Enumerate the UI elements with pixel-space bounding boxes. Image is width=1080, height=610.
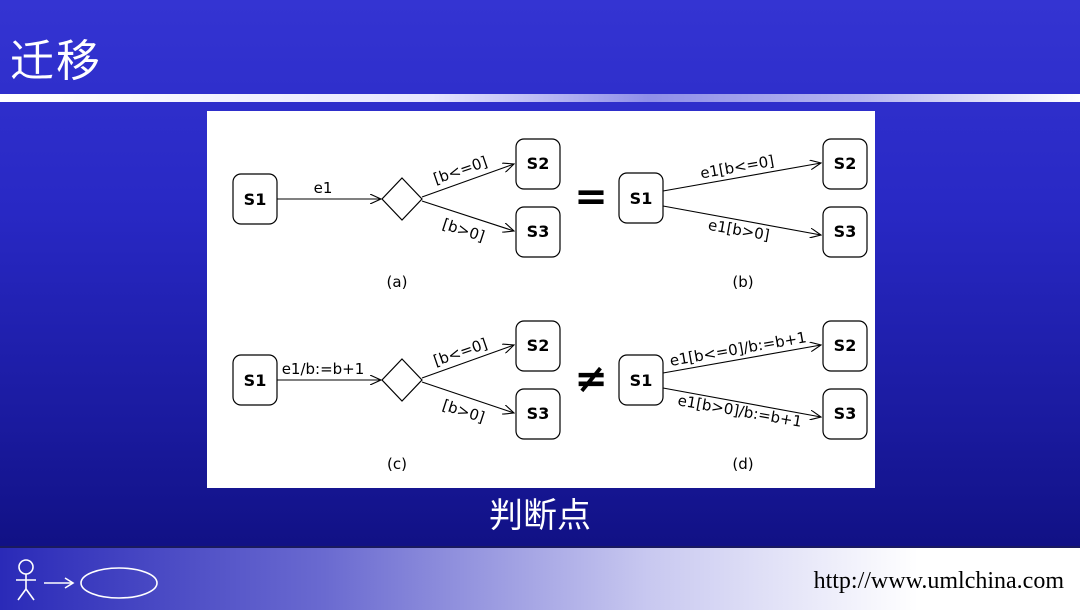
svg-text:S2: S2 bbox=[527, 154, 550, 173]
svg-text:S3: S3 bbox=[834, 404, 857, 423]
state-s2: S2 bbox=[822, 320, 868, 372]
transition-label: e1 bbox=[314, 179, 333, 197]
panel-c: S1 e1/b:=b+1 [b<=0] [b>0] S2 S3 (c) bbox=[232, 320, 561, 473]
state-s3: S3 bbox=[822, 206, 868, 258]
svg-text:S2: S2 bbox=[834, 336, 857, 355]
svg-text:S2: S2 bbox=[834, 154, 857, 173]
panel-d: S1 e1[b<=0]/b:=b+1 e1[b>0]/b:=b+1 S2 S3 … bbox=[618, 320, 868, 473]
transition-line bbox=[662, 205, 821, 235]
title-divider bbox=[0, 94, 1080, 102]
arrow-icon bbox=[44, 577, 75, 589]
state-s3: S3 bbox=[515, 206, 561, 258]
state-s3: S3 bbox=[822, 388, 868, 440]
diagram-panel: S1 e1 [b<=0] [b>0] S2 S3 (a) = S1 e1[b<=… bbox=[207, 111, 875, 488]
state-s1: S1 bbox=[232, 354, 278, 406]
footer-bar: http://www.umlchina.com bbox=[0, 546, 1080, 610]
guard-label: [b<=0] bbox=[431, 153, 490, 188]
svg-text:S3: S3 bbox=[527, 404, 550, 423]
panel-caption: (a) bbox=[387, 273, 408, 291]
transition-line bbox=[662, 387, 821, 417]
transition-line bbox=[421, 381, 514, 413]
choice-diamond bbox=[381, 358, 423, 402]
svg-text:S1: S1 bbox=[244, 371, 267, 390]
panel-b: S1 e1[b<=0] e1[b>0] S2 S3 (b) bbox=[618, 138, 868, 291]
state-s1: S1 bbox=[618, 172, 664, 224]
state-s1: S1 bbox=[232, 173, 278, 225]
panel-caption: (d) bbox=[732, 455, 753, 473]
svg-text:S1: S1 bbox=[630, 189, 653, 208]
panel-caption: (b) bbox=[732, 273, 753, 291]
state-diagram: S1 e1 [b<=0] [b>0] S2 S3 (a) = S1 e1[b<=… bbox=[232, 138, 868, 473]
ellipse-icon bbox=[80, 567, 158, 599]
guard-label: [b>0] bbox=[440, 396, 487, 427]
svg-text:S1: S1 bbox=[630, 371, 653, 390]
slide-title: 迁移 bbox=[10, 36, 102, 87]
slide-caption: 判断点 bbox=[489, 496, 591, 536]
transition-line bbox=[421, 200, 514, 231]
svg-text:S1: S1 bbox=[244, 190, 267, 209]
transition-label: e1[b>0]/b:=b+1 bbox=[676, 391, 803, 431]
state-s2: S2 bbox=[515, 320, 561, 372]
state-s3: S3 bbox=[515, 388, 561, 440]
equal-symbol: = bbox=[574, 174, 608, 220]
panel-caption: (c) bbox=[387, 455, 407, 473]
transition-line bbox=[421, 164, 514, 198]
transition-label: e1[b>0] bbox=[707, 216, 771, 245]
state-s1: S1 bbox=[618, 354, 664, 406]
transition-label: e1/b:=b+1 bbox=[282, 360, 365, 378]
transition-label: e1[b<=0]/b:=b+1 bbox=[668, 328, 808, 370]
transition-line bbox=[662, 163, 821, 192]
transition-line bbox=[421, 345, 514, 379]
stick-figure-icon bbox=[16, 559, 36, 601]
panel-a: S1 e1 [b<=0] [b>0] S2 S3 (a) bbox=[232, 138, 561, 291]
svg-text:S3: S3 bbox=[834, 222, 857, 241]
state-s2: S2 bbox=[515, 138, 561, 190]
choice-diamond bbox=[381, 177, 423, 221]
footer-url[interactable]: http://www.umlchina.com bbox=[813, 568, 1064, 594]
transition-line bbox=[662, 345, 821, 374]
not-equal-symbol: ≠ bbox=[574, 356, 608, 402]
svg-text:S2: S2 bbox=[527, 336, 550, 355]
svg-text:S3: S3 bbox=[527, 222, 550, 241]
state-s2: S2 bbox=[822, 138, 868, 190]
umlchina-logo bbox=[16, 559, 158, 601]
